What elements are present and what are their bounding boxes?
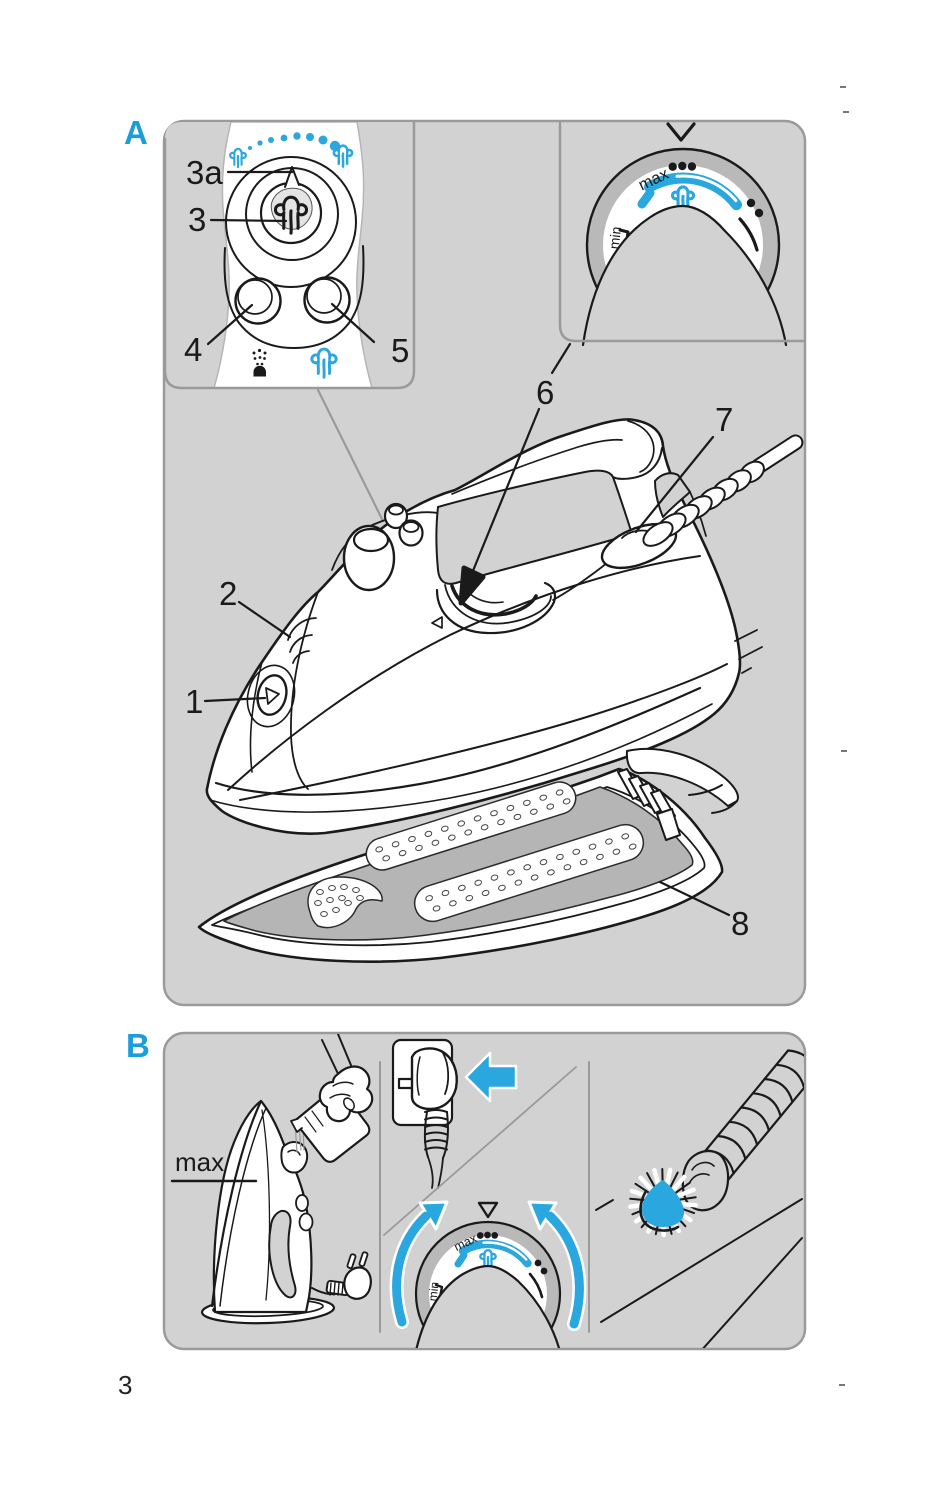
svg-text:3: 3 [118,1370,132,1400]
svg-text:6: 6 [536,374,554,411]
svg-text:B: B [126,1027,150,1064]
svg-text:7: 7 [715,401,733,438]
svg-text:max: max [175,1147,224,1177]
svg-text:3a: 3a [186,154,223,191]
svg-text:2: 2 [219,575,237,612]
svg-text:4: 4 [184,331,202,368]
svg-text:1: 1 [185,683,203,720]
svg-text:3: 3 [188,201,206,238]
svg-text:8: 8 [731,905,749,942]
svg-text:A: A [124,114,148,151]
svg-text:5: 5 [391,332,409,369]
svg-text:min: min [606,226,624,250]
